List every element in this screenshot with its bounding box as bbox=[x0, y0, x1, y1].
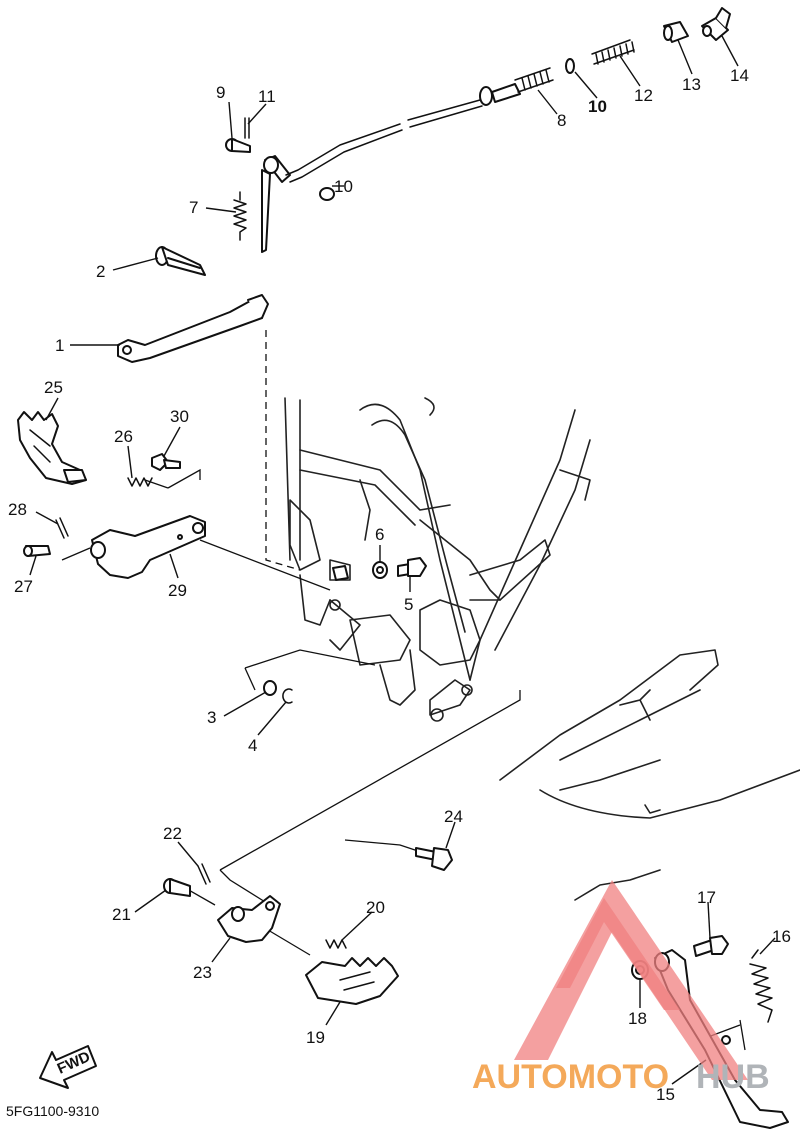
part-10-washer-lower[interactable] bbox=[319, 187, 335, 201]
callout-14: 14 bbox=[730, 66, 749, 85]
part-23-footrest-bracket[interactable] bbox=[217, 895, 281, 943]
part-4-circlip[interactable] bbox=[282, 688, 293, 704]
callout-3: 3 bbox=[207, 708, 216, 727]
part-1-brake-pedal[interactable] bbox=[117, 294, 269, 363]
callout-30: 30 bbox=[170, 407, 189, 426]
callout-28: 28 bbox=[8, 500, 27, 519]
part-17-bolt[interactable] bbox=[693, 935, 729, 957]
fwd-arrow: FWD bbox=[39, 1045, 97, 1089]
frame-outline bbox=[284, 397, 800, 901]
callout-4: 4 bbox=[248, 736, 257, 755]
part-16-spring[interactable] bbox=[749, 949, 773, 1023]
leader-lines bbox=[29, 35, 776, 1085]
drawing-code: 5FG1100-9310 bbox=[6, 1103, 99, 1119]
callout-20: 20 bbox=[366, 898, 385, 917]
part-2-pivot-shaft[interactable] bbox=[155, 246, 206, 276]
watermark-text-b: HUB bbox=[696, 1058, 770, 1096]
part-3-washer[interactable] bbox=[263, 680, 277, 696]
part-number-labels: 1 2 3 4 5 6 7 8 9 10 10 11 12 13 14 15 1… bbox=[8, 66, 791, 1104]
callout-18: 18 bbox=[628, 1009, 647, 1028]
callout-5: 5 bbox=[404, 595, 413, 614]
callout-7: 7 bbox=[189, 198, 198, 217]
part-12-spring[interactable] bbox=[591, 39, 635, 65]
part-25-footrest[interactable] bbox=[17, 411, 87, 485]
part-27-pin[interactable] bbox=[23, 545, 51, 557]
callout-9: 9 bbox=[216, 83, 225, 102]
callout-1: 1 bbox=[55, 336, 64, 355]
part-14-wing-nut[interactable] bbox=[701, 7, 731, 41]
callout-29: 29 bbox=[168, 581, 187, 600]
watermark-text-a: AUTOMOTO bbox=[472, 1058, 669, 1096]
callout-26: 26 bbox=[114, 427, 133, 446]
part-5-bolt[interactable] bbox=[397, 557, 427, 577]
callout-27: 27 bbox=[14, 577, 33, 596]
part-30-bolt[interactable] bbox=[151, 453, 181, 471]
part-11-cotter-pin[interactable] bbox=[244, 117, 250, 139]
part-6-collar[interactable] bbox=[372, 561, 388, 579]
part-26-spring[interactable] bbox=[127, 477, 153, 487]
callout-11: 11 bbox=[258, 87, 276, 106]
part-21-pin[interactable] bbox=[163, 878, 191, 897]
callout-8: 8 bbox=[557, 111, 566, 130]
callout-24: 24 bbox=[444, 807, 463, 826]
callout-12: 12 bbox=[634, 86, 653, 105]
callout-22: 22 bbox=[163, 824, 182, 843]
part-29-footrest-bracket[interactable] bbox=[90, 515, 206, 579]
part-22-cotter-pin[interactable] bbox=[197, 863, 211, 885]
part-8-adjuster-rod[interactable] bbox=[514, 67, 554, 93]
callout-25: 25 bbox=[44, 378, 63, 397]
callout-17: 17 bbox=[697, 888, 716, 907]
callout-10: 10 bbox=[334, 177, 353, 196]
watermark-triangle-icon bbox=[514, 880, 748, 1080]
part-28-cotter-pin[interactable] bbox=[55, 517, 69, 539]
callout-10-bold: 10 bbox=[588, 97, 607, 116]
part-24-bolt[interactable] bbox=[415, 847, 453, 871]
frame-nut[interactable] bbox=[332, 565, 349, 581]
part-9-pin[interactable] bbox=[225, 138, 251, 153]
callout-2: 2 bbox=[96, 262, 105, 281]
watermark: AUTOMOTO HUB bbox=[472, 880, 770, 1096]
callout-15: 15 bbox=[656, 1085, 675, 1104]
callout-21: 21 bbox=[112, 905, 131, 924]
brake-rod-assembly[interactable] bbox=[261, 83, 521, 253]
callout-6: 6 bbox=[375, 525, 384, 544]
callout-23: 23 bbox=[193, 963, 212, 982]
callout-19: 19 bbox=[306, 1028, 325, 1047]
part-10-washer[interactable] bbox=[565, 58, 575, 74]
part-19-footrest[interactable] bbox=[305, 957, 399, 1005]
callout-16: 16 bbox=[772, 927, 791, 946]
part-7-spring[interactable] bbox=[233, 191, 247, 241]
part-13-collar[interactable] bbox=[663, 21, 689, 43]
callout-13: 13 bbox=[682, 75, 701, 94]
part-20-spring[interactable] bbox=[325, 939, 347, 949]
